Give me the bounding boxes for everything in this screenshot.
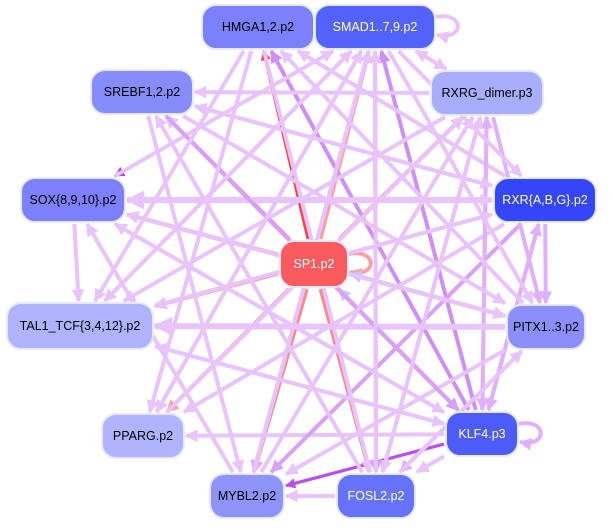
node-box[interactable] <box>209 473 285 519</box>
edge-klf4-to-hmga <box>269 49 471 411</box>
node-box[interactable] <box>445 411 519 457</box>
node-box[interactable] <box>336 473 416 519</box>
node-rxrg[interactable]: RXRG_dimer.p3 <box>430 70 544 116</box>
node-box[interactable] <box>314 4 436 50</box>
node-label: HMGA1,2.p2 <box>222 20 294 34</box>
edge-klf4-to-klf4 <box>517 421 543 451</box>
edge-tal1-to-smad <box>103 49 353 303</box>
node-pitx[interactable]: PITX1..3.p2 <box>506 304 586 350</box>
node-smad[interactable]: SMAD1..7,9.p2 <box>314 4 436 50</box>
edge-pparg-to-smad <box>154 49 364 413</box>
node-rxr[interactable]: RXR{A,B,G}.p2 <box>493 177 597 223</box>
node-box[interactable] <box>506 304 586 350</box>
edge-smad-to-pitx <box>386 50 535 305</box>
edge-hmga-to-tal1 <box>93 49 246 303</box>
node-label: RXRG_dimer.p3 <box>441 86 532 100</box>
node-label: RXR{A,B,G}.p2 <box>502 193 588 207</box>
edge-klf4-to-sox <box>113 222 445 414</box>
edge-hmga-to-pparg <box>146 50 254 414</box>
node-label: TAL1_TCF{3,4,12}.p2 <box>20 319 141 333</box>
node-sox[interactable]: SOX{8,9,10}.p2 <box>20 177 126 223</box>
edge-sp1-to-sp1 <box>347 251 373 281</box>
node-srebf[interactable]: SREBF1,2.p2 <box>90 69 194 115</box>
node-box[interactable] <box>279 240 349 288</box>
node-label: KLF4.p3 <box>458 427 505 441</box>
node-klf4[interactable]: KLF4.p3 <box>445 411 519 457</box>
node-box[interactable] <box>6 302 154 350</box>
node-box[interactable] <box>493 177 597 223</box>
node-label: SREBF1,2.p2 <box>104 85 180 99</box>
edge-fosl2-to-smad <box>368 49 382 473</box>
edge-smad-to-smad <box>434 14 460 44</box>
edge-rxr-to-pitx <box>539 223 553 305</box>
edge-mybl2-to-rxrg <box>259 115 475 474</box>
node-box[interactable] <box>90 69 194 115</box>
node-hmga[interactable]: HMGA1,2.p2 <box>201 4 315 50</box>
node-label: FOSL2.p2 <box>348 489 405 503</box>
node-label: SMAD1..7,9.p2 <box>333 20 418 34</box>
edge-rxrg-to-tal1 <box>122 115 447 303</box>
edge-klf4-to-fosl2 <box>415 454 446 474</box>
edge-tal1-to-klf4 <box>154 344 446 427</box>
node-box[interactable] <box>101 413 185 459</box>
edge-smad-to-rxrg <box>414 49 448 71</box>
node-label: SP1.p2 <box>293 257 334 271</box>
node-sp1[interactable]: SP1.p2 <box>279 240 349 288</box>
edge-fosl2-to-srebf <box>154 114 364 474</box>
node-mybl2[interactable]: MYBL2.p2 <box>209 473 285 519</box>
node-box[interactable] <box>430 70 544 116</box>
node-fosl2[interactable]: FOSL2.p2 <box>336 473 416 519</box>
edge-pitx-to-tal1 <box>153 316 506 336</box>
node-box[interactable] <box>20 177 126 223</box>
edge-rxr-to-pparg <box>182 222 506 414</box>
edge-klf4-to-pparg <box>184 429 445 443</box>
node-label: MYBL2.p2 <box>218 489 276 503</box>
node-tal1[interactable]: TAL1_TCF{3,4,12}.p2 <box>6 302 154 350</box>
node-pparg[interactable]: PPARG.p2 <box>101 413 185 459</box>
node-label: PITX1..3.p2 <box>513 320 579 334</box>
edge-srebf-to-pitx <box>182 114 507 305</box>
node-label: SOX{8,9,10}.p2 <box>30 193 117 207</box>
edge-sox-to-tal1 <box>71 223 85 303</box>
node-label: PPARG.p2 <box>113 429 173 443</box>
